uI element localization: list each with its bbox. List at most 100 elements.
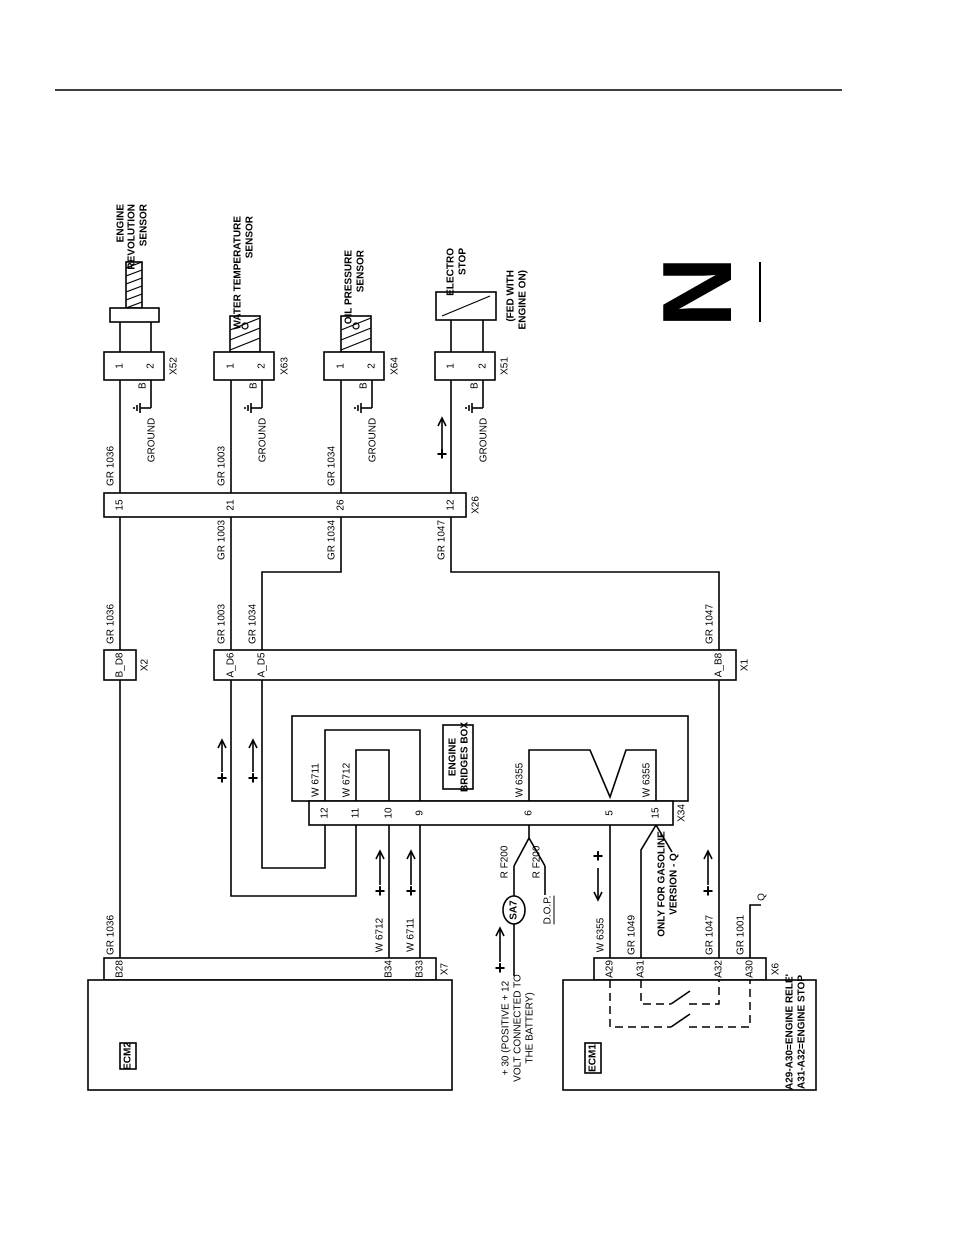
oil-pressure-sensor-label-line-2: SENSOR [356,249,367,292]
relay-legend-line-2: A31-A32=ENGINE STOP [797,975,808,1089]
connector-x51-label: X51 [500,357,511,375]
ground-b-x63: B [249,382,260,389]
wire-label-gr1049: GR 1049 [627,915,638,955]
sensor-connector-pin-2-4: 2 [478,363,489,369]
connector-x52 [103,351,165,381]
wire-label-rf200-b: R F200 [532,845,543,878]
battery-label-line-2: VOLT CONNECTED TO [513,974,524,1082]
sensor-connector-pin-1-4: 1 [446,363,457,369]
connector-x63-label: X63 [280,357,291,375]
arrow-x51 [437,416,447,453]
sensor-connector-pin-2-3: 2 [367,363,378,369]
ground-b-x52: B [138,382,149,389]
relay-legend-line-1: A29-A30=ENGINE RELE' [785,974,796,1090]
x34-pin-6: 6 [524,810,535,816]
electro-stop-note-line-2: ENGINE ON) [518,270,529,329]
bridge-11-10 [355,749,390,804]
connector-x63 [213,351,275,381]
wire-label-gr1036-b: GR 1036 [106,604,117,644]
engine-bridges-box-label-line-1: ENGINE [448,738,459,777]
wire-gr1001 [749,904,761,958]
plus-sign-w6712: + [375,881,386,901]
engine-revolution-sensor [109,261,160,352]
wire-label-w6711: W 6711 [406,918,417,952]
plus-sign-w6711: + [406,881,417,901]
page-letter: N [642,257,752,328]
engine-revolution-sensor-label-line-1: ENGINE [116,204,127,243]
arrow-w6712 [375,849,385,885]
connector-x2-label: X2 [140,658,151,671]
relay-a31-a32-switch [670,990,691,1005]
water-temperature-sensor-label-line-2: SENSOR [245,215,256,258]
ecm1-label-frame [584,1042,602,1074]
engine-revolution-sensor-label-line-3: SENSOR [139,203,150,246]
ground-label-x51: GROUND [479,418,490,462]
bridge-label-w6355-b: W 6355 [642,762,653,797]
battery-label-line-3: THE BATTERY) [525,992,536,1063]
x34-pin-10: 10 [384,807,395,819]
ecm2-label: ECM2 [123,1042,134,1070]
arrow-w6711 [406,849,416,885]
x1-pin-a-b8: A_B8 [714,652,725,677]
x26-pin-26: 26 [336,499,347,511]
connector-x1-label: X1 [740,658,751,671]
wire-label-gr1034-a: GR 1034 [327,446,338,486]
relay-a29-a30-right [689,980,751,1028]
oil-pressure-sensor-label-line-1: OIL PRESSURE [344,250,355,325]
electro-stop-label-line-1: ELECTRO [446,248,457,296]
bridge-label-w6355-a: W 6355 [515,762,526,797]
bridge-label-w6712: W 6712 [342,762,353,797]
x34-pin-15: 15 [651,807,662,819]
x1-pin-a-d5: A_D5 [257,652,268,677]
engine-bridges-box-label-line-2: BRIDGES BOX [460,722,471,792]
x1-pin-a-d6: A_D6 [226,652,237,677]
ecm2-label-frame [119,1042,137,1070]
ground-x52 [133,380,152,413]
connector-x51 [434,351,496,381]
wire-label-gr1047-b: GR 1047 [437,520,448,560]
engine-revolution-sensor-label-line-2: REVOLUTION [127,204,138,270]
ground-x64 [354,380,373,413]
engine-bridges-box [291,715,689,802]
water-temperature-sensor-label-line-1: WATER TEMPERATURE [233,216,244,330]
q-label-gr1001: Q [757,893,768,901]
engine-bridges-box-label-frame [442,724,474,790]
battery-label-line-1: + 30 (POSITIVE + 12 [501,980,512,1075]
arrow-gr1047 [703,849,713,885]
wire-gr1034-b [261,517,342,650]
connector-x1 [213,649,737,681]
wire-label-gr1047-c: GR 1047 [705,604,716,644]
ground-b-x64: B [359,382,370,389]
arrow-a-d6 [217,738,227,772]
gasoline-note-line-1: ONLY FOR GASOLINE [657,831,668,937]
wire-label-w6355: W 6355 [596,917,607,952]
x34-pin-11: 11 [351,807,362,818]
wire-label-gr1034-c: GR 1034 [248,604,259,644]
plus-sign-w6355: + [593,846,604,866]
dop-label: D.O.P. [543,896,554,925]
bridge-12-9 [324,729,421,804]
electro-stop-label-line-2: STOP [458,248,469,275]
x34-pin-9: 9 [415,810,426,816]
relay-a29-a30-left [609,980,671,1028]
relay-a29-a30-switch [670,1013,691,1028]
sa7-label: SA7 [509,900,520,920]
electro-stop [435,291,497,352]
ground-x63 [244,380,263,413]
wire-rf200-b [528,837,546,867]
relay-a31-a32-left [640,980,671,1005]
x7-pin-b33: B33 [415,960,426,978]
x7-pin-b28: B28 [115,960,126,978]
ecm1-module [562,979,817,1091]
plus-sign-a-d5: + [248,768,259,788]
connector-x6-label: X6 [771,962,782,975]
x34-pin-5: 5 [605,810,616,816]
ground-x51 [465,380,484,413]
relay-a31-a32-right [689,980,720,1005]
arrow-a-d5 [248,738,258,772]
arrow-w6355 [593,868,603,902]
wire-rf200-a [513,837,530,867]
ecm2-module [87,979,453,1091]
